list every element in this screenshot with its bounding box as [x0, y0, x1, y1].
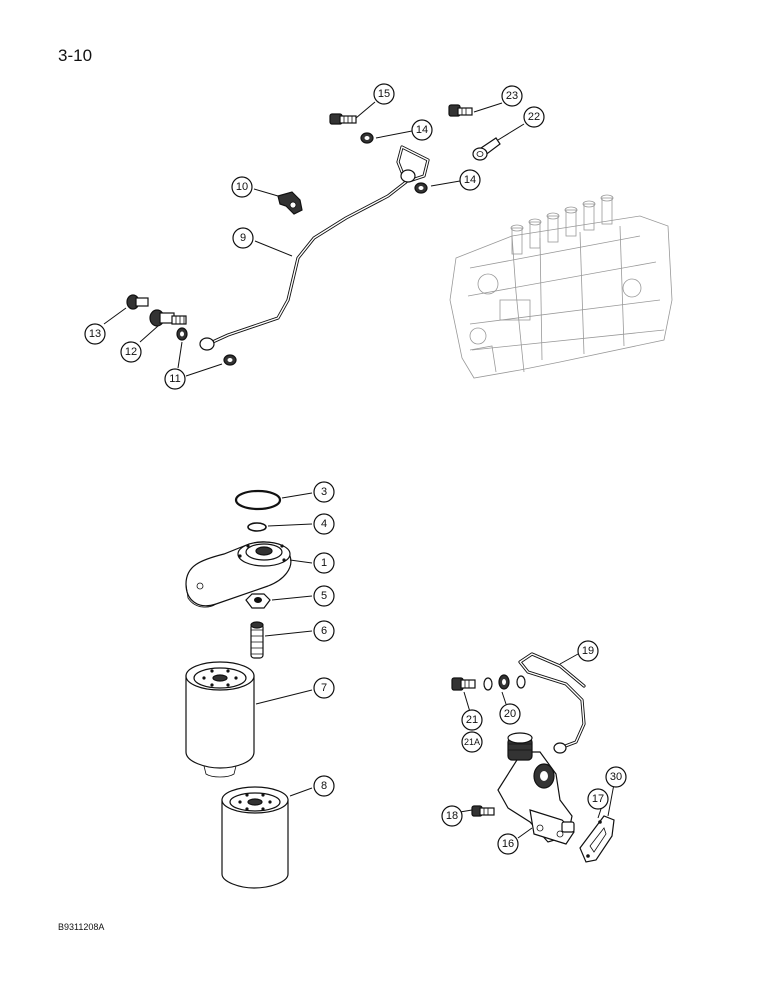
callout-18: 18 — [441, 805, 463, 827]
banjo-bolt-21 — [451, 677, 476, 691]
callout-3: 3 — [313, 481, 335, 503]
callout-16-label: 16 — [502, 838, 514, 850]
fuel-line-fitting-upper — [400, 169, 416, 183]
page-number: 3-10 — [58, 46, 93, 65]
callout-15-label: 15 — [378, 88, 390, 100]
callout-30: 30 — [605, 766, 627, 788]
callout-16: 16 — [497, 833, 519, 855]
filter-head-1 — [185, 541, 292, 608]
callout-10: 10 — [231, 176, 253, 198]
filter-element-8 — [221, 786, 289, 889]
banjo-bolt-23 — [448, 104, 473, 117]
callout-4-label: 4 — [321, 518, 327, 530]
callout-14-upper-label: 14 — [416, 124, 428, 136]
callout-14-upper: 14 — [411, 119, 433, 141]
callout-21: 21 — [461, 709, 483, 731]
callout-14-lower-label: 14 — [464, 174, 476, 186]
callout-7: 7 — [313, 677, 335, 699]
injection-pump-ghost — [449, 194, 673, 379]
callout-19-label: 19 — [582, 645, 594, 657]
callout-11: 11 — [164, 368, 186, 390]
fuel-filter-assembly — [185, 489, 292, 889]
callout-5-label: 5 — [321, 590, 327, 602]
callout-23-label: 23 — [506, 90, 518, 102]
callout-17-label: 17 — [592, 793, 604, 805]
filter-element-7 — [185, 661, 255, 778]
callout-12: 12 — [120, 341, 142, 363]
callout-13-label: 13 — [89, 328, 101, 340]
banjo-bolt-13 — [126, 294, 149, 310]
callout-9: 9 — [232, 227, 254, 249]
callout-11-label: 11 — [169, 373, 180, 385]
callout-9-label: 9 — [240, 232, 246, 244]
callout-13: 13 — [84, 323, 106, 345]
filter-nipple-6 — [250, 621, 264, 659]
hex-nut-5 — [245, 593, 271, 609]
callout-21-label: 21 — [466, 714, 478, 726]
callout-3-label: 3 — [321, 486, 327, 498]
callout-5: 5 — [313, 585, 335, 607]
callout-12-label: 12 — [125, 346, 137, 358]
bolt-18 — [471, 805, 495, 817]
callout-19: 19 — [577, 640, 599, 662]
callout-14-lower: 14 — [459, 169, 481, 191]
callout-15: 15 — [373, 83, 395, 105]
banjo-bolt-12 — [149, 309, 187, 327]
callout-20: 20 — [499, 703, 521, 725]
fuel-line-assembly — [126, 104, 501, 366]
banjo-bolt-15 — [329, 113, 357, 125]
callout-22-label: 22 — [528, 111, 540, 123]
callout-6-label: 6 — [321, 625, 327, 637]
callout-18-label: 18 — [446, 810, 458, 822]
callout-6: 6 — [313, 620, 335, 642]
o-ring-3 — [234, 489, 282, 511]
transfer-pump-line — [518, 652, 586, 750]
banjo-fitting-22 — [472, 137, 501, 161]
callout-21a-label: 21A — [464, 737, 480, 747]
callout-1: 1 — [313, 552, 335, 574]
line-clip — [277, 191, 303, 215]
transfer-pump-16 — [497, 732, 575, 845]
callout-10-label: 10 — [236, 181, 248, 193]
callout-20-label: 20 — [504, 708, 516, 720]
callout-17: 17 — [587, 788, 609, 810]
callout-1-label: 1 — [321, 557, 327, 569]
callout-8-label: 8 — [321, 780, 327, 792]
transfer-pump-assembly — [451, 652, 615, 863]
callout-8: 8 — [313, 775, 335, 797]
seal-ring-4 — [247, 522, 267, 532]
fitting-nut — [516, 675, 526, 689]
callout-30-label: 30 — [610, 771, 622, 783]
pump-gasket-17 — [579, 815, 615, 863]
callout-7-label: 7 — [321, 682, 327, 694]
callout-22: 22 — [523, 106, 545, 128]
callout-23: 23 — [501, 85, 523, 107]
fuel-line-fitting-lower — [199, 337, 215, 351]
callout-21a: 21A — [461, 731, 483, 753]
callout-4: 4 — [313, 513, 335, 535]
figure-code: B9311208A — [58, 922, 105, 932]
sealing-washer-20a — [483, 677, 493, 691]
